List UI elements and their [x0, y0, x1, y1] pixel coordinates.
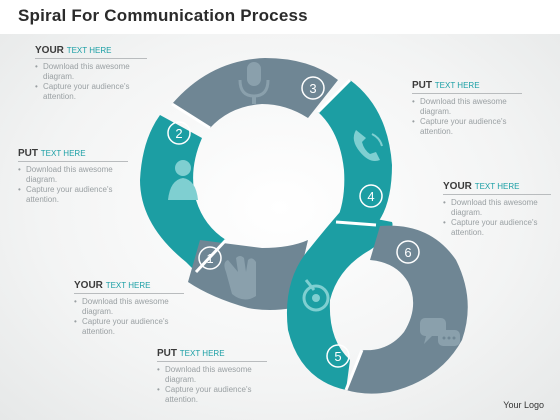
- callout-heading-word1: PUT: [412, 80, 432, 91]
- page-title: Spiral For Communication Process: [18, 6, 308, 25]
- callout-heading-word2: TEXT HERE: [40, 149, 86, 158]
- step-badge-1: 1: [198, 246, 222, 270]
- callout-bullet: Download this awesome diagram.: [157, 365, 267, 385]
- callout-left: PUT TEXT HERE Download this awesome diag…: [18, 148, 128, 205]
- callout-bullet: Capture your audience's attention.: [443, 218, 551, 238]
- callout-heading-word2: TEXT HERE: [474, 182, 520, 191]
- callout-right: YOUR TEXT HERE Download this awesome dia…: [443, 181, 551, 238]
- callout-bottom-left: YOUR TEXT HERE Download this awesome dia…: [74, 280, 184, 337]
- callout-heading-word2: TEXT HERE: [179, 349, 225, 358]
- step-badge-4: 4: [359, 184, 383, 208]
- step-number: 4: [367, 189, 374, 204]
- segment-5: [286, 212, 393, 390]
- segment-separators: [171, 78, 377, 391]
- step-badge-2: 2: [167, 121, 191, 145]
- callout-heading-word1: YOUR: [35, 45, 64, 56]
- callout-heading-word2: TEXT HERE: [434, 81, 480, 90]
- callout-heading-word1: YOUR: [443, 181, 472, 192]
- person-icon: [168, 160, 198, 200]
- segment-6: [346, 225, 468, 394]
- step-number: 3: [309, 81, 316, 96]
- logo-text: Your Logo: [503, 400, 544, 410]
- step-number: 6: [404, 245, 411, 260]
- divider: [412, 93, 522, 94]
- phone-icon: [353, 130, 383, 161]
- divider: [18, 161, 128, 162]
- callout-bottom: PUT TEXT HERE Download this awesome diag…: [157, 348, 267, 405]
- segment-4: [318, 80, 392, 225]
- step-badge-5: 5: [326, 344, 350, 368]
- chat-bubbles-icon: [420, 318, 460, 346]
- step-number: 1: [206, 251, 213, 266]
- step-badge-3: 3: [301, 76, 325, 100]
- divider: [157, 361, 267, 362]
- callout-top-right: PUT TEXT HERE Download this awesome diag…: [412, 80, 522, 137]
- microphone-icon: [238, 62, 270, 104]
- divider: [74, 293, 184, 294]
- callout-heading-word1: YOUR: [74, 280, 103, 291]
- divider: [443, 194, 551, 195]
- callout-bullet: Download this awesome diagram.: [18, 165, 128, 185]
- hand-icon: [224, 256, 256, 300]
- callout-heading-word1: PUT: [157, 348, 177, 359]
- callout-bullet: Download this awesome diagram.: [412, 97, 522, 117]
- callout-bullet: Download this awesome diagram.: [35, 62, 147, 82]
- divider: [35, 58, 147, 59]
- callout-bullet: Capture your audience's attention.: [157, 385, 267, 405]
- callout-bullet: Capture your audience's attention.: [412, 117, 522, 137]
- callout-top-left: YOUR TEXT HERE Download this awesome dia…: [35, 45, 147, 102]
- segment-3: [172, 58, 338, 128]
- callout-heading-word1: PUT: [18, 148, 38, 159]
- step-number: 5: [334, 349, 341, 364]
- satellite-dish-icon: [302, 279, 330, 312]
- callout-bullet: Download this awesome diagram.: [74, 297, 184, 317]
- callout-bullet: Capture your audience's attention.: [35, 82, 147, 102]
- callout-bullet: Capture your audience's attention.: [18, 185, 128, 205]
- step-badge-6: 6: [396, 240, 420, 264]
- callout-bullet: Download this awesome diagram.: [443, 198, 551, 218]
- callout-heading-word2: TEXT HERE: [66, 46, 112, 55]
- callout-bullet: Capture your audience's attention.: [74, 317, 184, 337]
- callout-heading-word2: TEXT HERE: [105, 281, 151, 290]
- step-number: 2: [175, 126, 182, 141]
